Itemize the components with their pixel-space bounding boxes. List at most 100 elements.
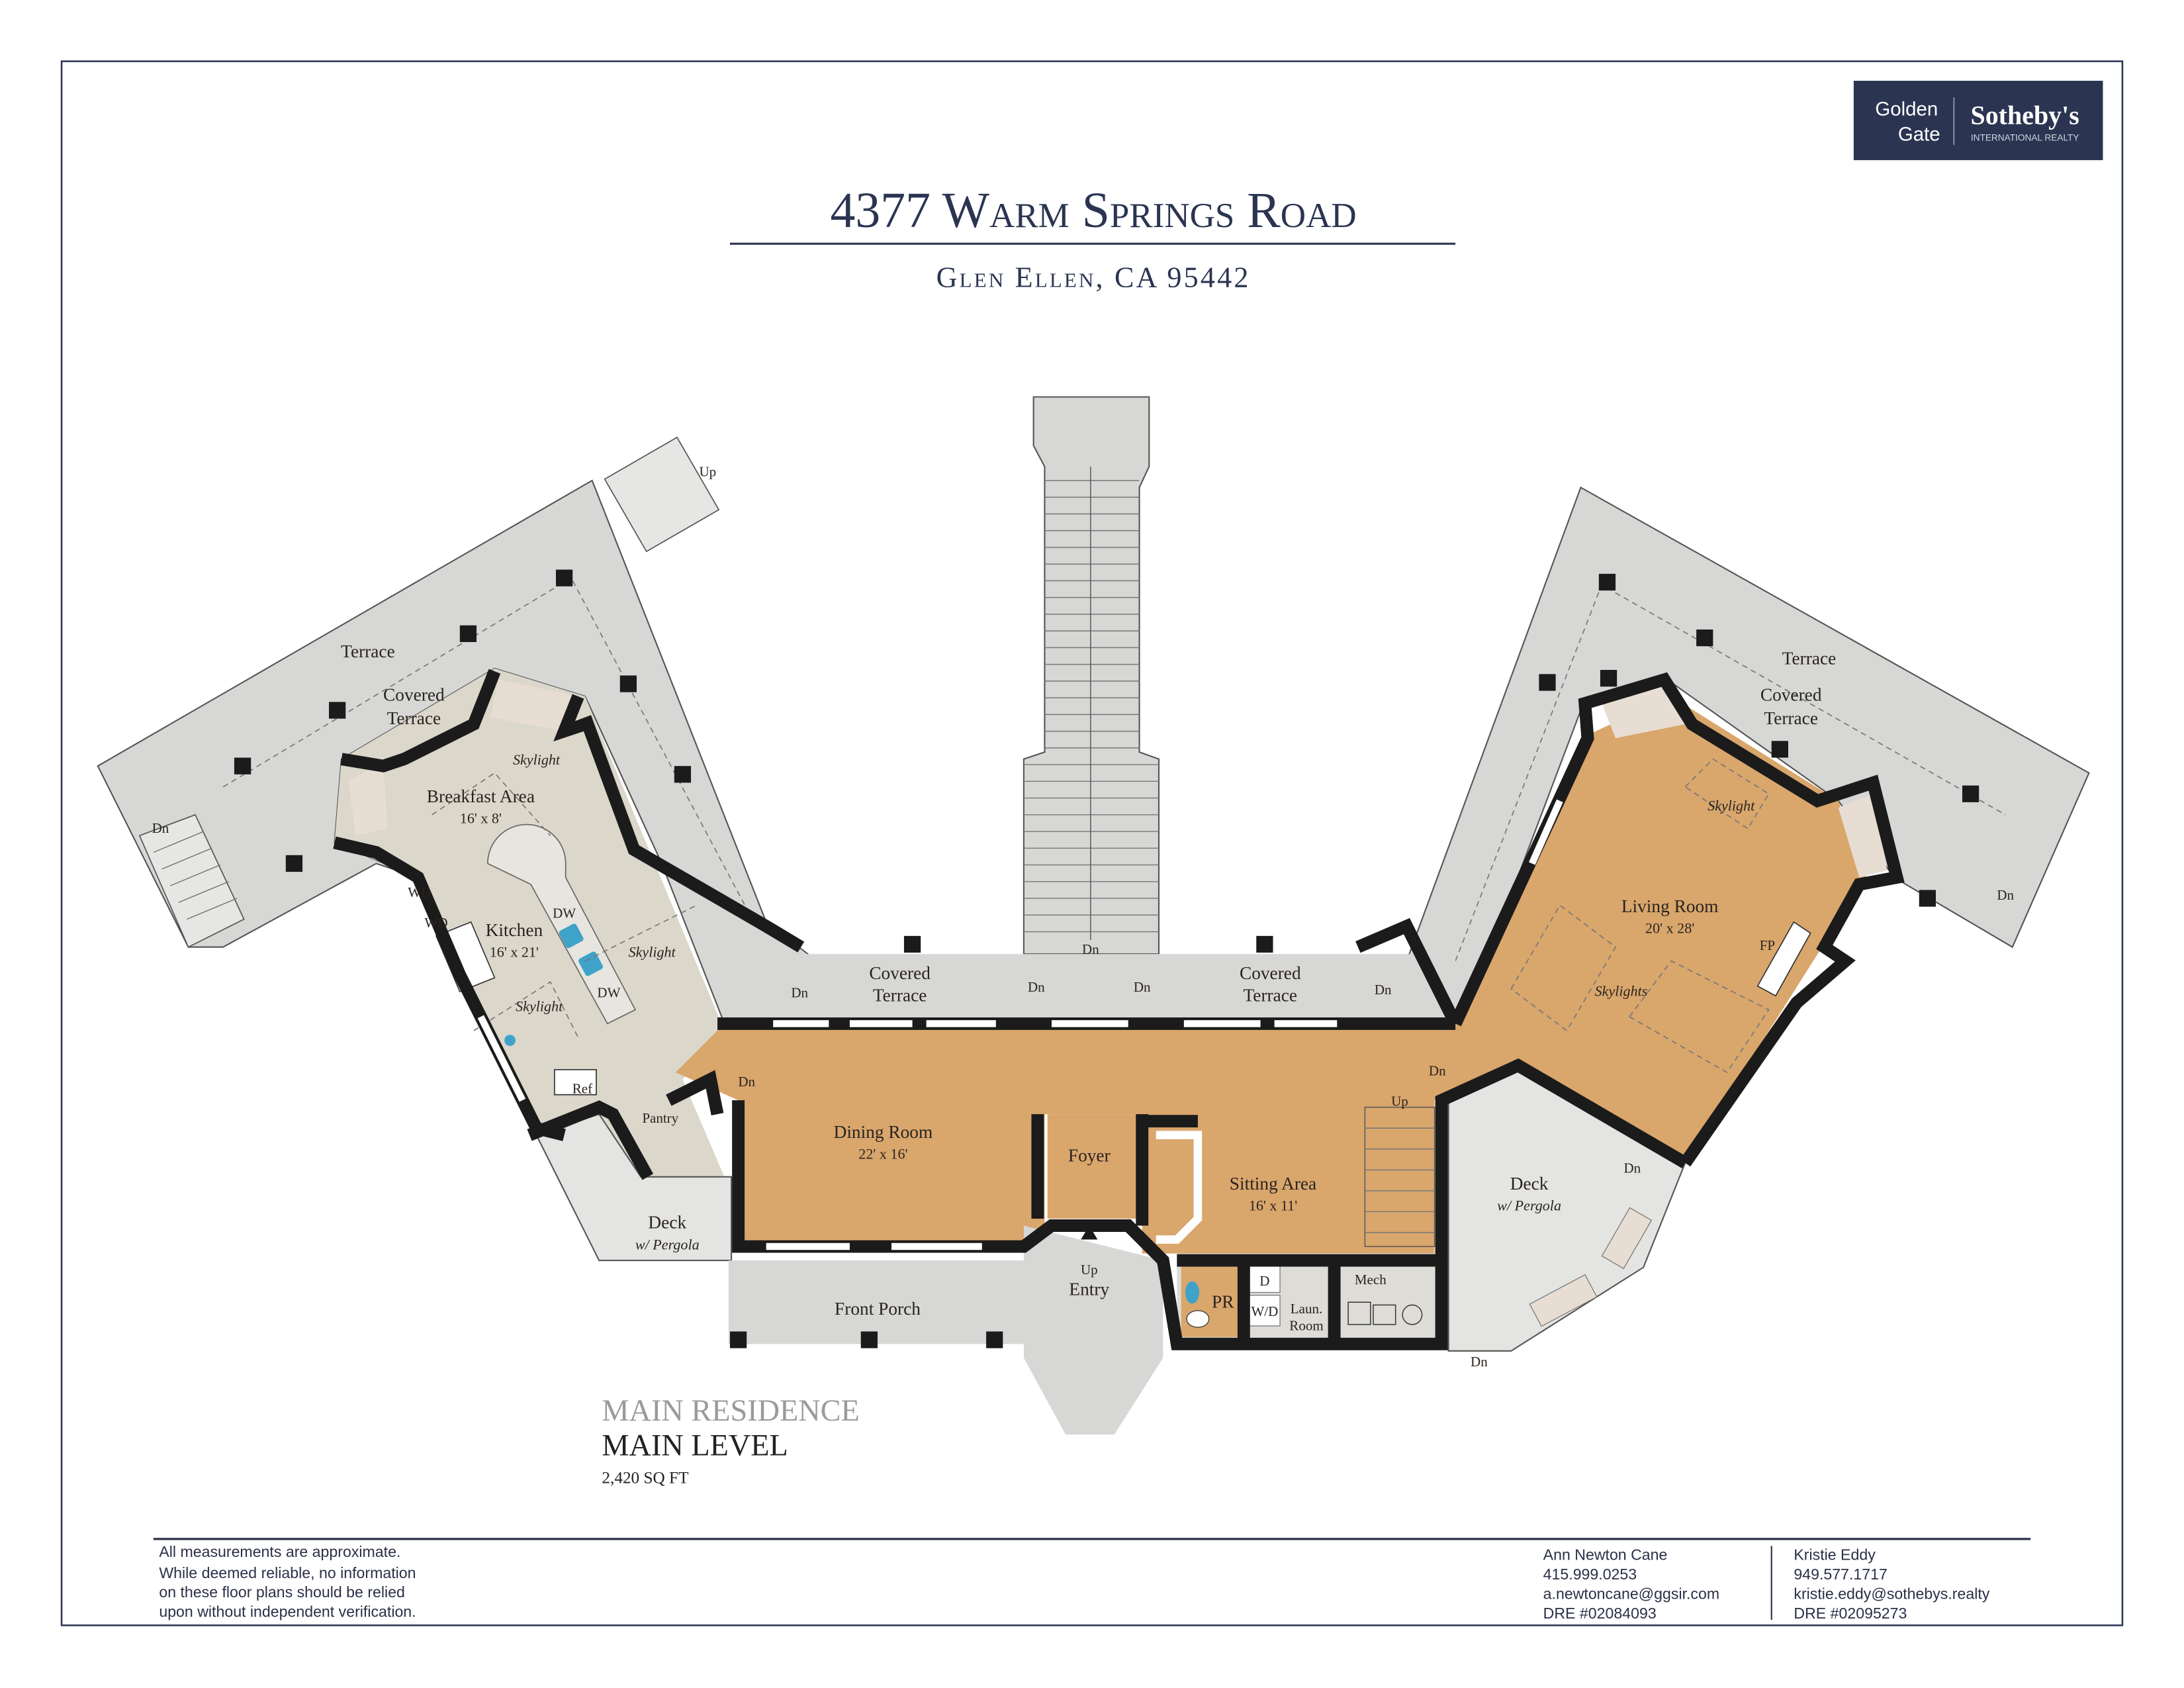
entry-arrow-icon (1081, 1225, 1098, 1240)
label-front-porch: Front Porch (835, 1299, 921, 1319)
logo-golden: Golden (1875, 99, 1938, 120)
column (234, 757, 251, 774)
page-title: 4377 Warm Springs Road (831, 183, 1357, 238)
column (1256, 935, 1273, 953)
label-up: Up (1391, 1094, 1408, 1109)
logo-gate: Gate (1898, 124, 1940, 146)
agent-phone[interactable]: 949.577.1717 (1794, 1566, 1887, 1583)
disclaimer-line: on these floor plans should be relied (159, 1583, 405, 1601)
column (1919, 890, 1936, 907)
label-dn: Dn (1082, 941, 1099, 957)
column (1539, 674, 1556, 691)
label-covered-terrace-left: Covered (383, 684, 445, 704)
disclaimer-line: While deemed reliable, no information (159, 1564, 416, 1581)
column (619, 675, 637, 692)
front-porch (728, 1260, 1024, 1344)
agent-contact-1: Ann Newton Cane 415.999.0253 a.newtoncan… (1543, 1546, 1719, 1621)
label-dryer: D (1259, 1273, 1269, 1289)
label-dn: Dn (1429, 1062, 1446, 1078)
agent-email[interactable]: a.newtoncane@ggsir.com (1543, 1585, 1719, 1602)
column (1600, 670, 1617, 687)
disclaimer-line: upon without independent verification. (159, 1603, 416, 1620)
label-breakfast-area: Breakfast Area (427, 786, 535, 806)
label-laundry-room: Laun. (1291, 1301, 1322, 1317)
sitting-stair (1364, 1106, 1435, 1247)
label-skylight: Skylight (516, 998, 563, 1014)
logo-tagline: INTERNATIONAL REALTY (1971, 133, 2079, 143)
walls (333, 669, 1905, 1350)
disclaimer: All measurements are approximate. While … (159, 1543, 416, 1620)
label-dn: Dn (1623, 1160, 1641, 1176)
label-dn: Dn (791, 984, 808, 1000)
label-covered-terrace-right: Terrace (1764, 708, 1818, 728)
agent-contact-2: Kristie Eddy 949.577.1717 kristie.eddy@s… (1794, 1546, 1989, 1621)
agent-email[interactable]: kristie.eddy@sothebys.realty (1794, 1585, 1989, 1602)
floor-plan (97, 396, 2090, 1435)
logo-brand: Sotheby's (1970, 100, 2079, 130)
agent-name: Kristie Eddy (1794, 1546, 1876, 1563)
column (285, 855, 303, 872)
label-covered-terrace-right: Covered (1760, 684, 1822, 704)
agent-name: Ann Newton Cane (1543, 1546, 1668, 1563)
island-sink (578, 951, 604, 976)
column (329, 702, 346, 719)
furnace-icon (1402, 1304, 1423, 1325)
column (729, 1331, 747, 1348)
dims-sitting-area: 16' x 11' (1249, 1197, 1297, 1213)
columns (234, 569, 1979, 1348)
note-deck-right: w/ Pergola (1497, 1197, 1561, 1213)
label-mech: Mech (1355, 1272, 1387, 1288)
label-powder-room: PR (1212, 1292, 1234, 1312)
label-skylight: Skylight (1707, 798, 1755, 814)
label-up: Up (1081, 1262, 1098, 1278)
label-washer-dryer: W/D (1251, 1303, 1278, 1319)
label-dining-room: Dining Room (834, 1122, 933, 1142)
label-skylight: Skylight (513, 751, 561, 768)
dryer (1249, 1264, 1281, 1293)
agent-dre: DRE #02084093 (1543, 1605, 1657, 1622)
column (1771, 741, 1788, 758)
label-dw: DW (597, 984, 620, 1000)
left-terrace-stair-up (604, 436, 720, 553)
label-living-room: Living Room (1621, 896, 1719, 916)
dims-dining-room: 22' x 16' (858, 1145, 907, 1162)
label-dn: Dn (1997, 887, 2014, 903)
label-dn: Dn (738, 1074, 755, 1090)
foyer-floor (1047, 1114, 1140, 1219)
label-deck-right: Deck (1510, 1174, 1549, 1194)
column (1598, 573, 1616, 591)
column (674, 766, 692, 783)
column (459, 625, 477, 642)
label-dn: Dn (1375, 982, 1392, 998)
label-dn: Dn (1134, 979, 1151, 995)
window-seat-left (348, 763, 388, 836)
label-dn: Dn (1028, 979, 1045, 995)
column (860, 1331, 878, 1348)
water-heater-icon (1347, 1301, 1371, 1325)
label-entry: Entry (1069, 1280, 1109, 1299)
label-dn: Dn (1471, 1354, 1488, 1370)
dims-living-room: 20' x 28' (1645, 920, 1694, 937)
deck-bench (1601, 1207, 1653, 1270)
label-skylight: Skylight (629, 943, 676, 960)
label-covered-terrace-center-left: Terrace (873, 986, 927, 1006)
label-dn: Dn (152, 820, 169, 836)
built-in-bench (1156, 1131, 1203, 1244)
center-covered-terrace (759, 954, 1456, 1024)
square-footage: 2,420 SQ FT (602, 1470, 688, 1487)
label-foyer: Foyer (1068, 1146, 1111, 1166)
window-seat-breakfast (490, 679, 578, 731)
windows (400, 799, 1563, 1250)
residence-label: MAIN RESIDENCE (602, 1394, 859, 1428)
label-wd: WD (425, 915, 448, 931)
label-covered-terrace-center-right: Covered (1240, 963, 1301, 983)
label-fireplace: FP (1760, 937, 1775, 953)
disclaimer-line: All measurements are approximate. (159, 1543, 400, 1560)
prep-sink (504, 1035, 516, 1047)
label-ref: Ref (572, 1081, 592, 1097)
refrigerator (554, 1069, 597, 1096)
agent-phone[interactable]: 415.999.0253 (1543, 1566, 1637, 1583)
room-labels: Up Terrace Covered Terrace Skylight Brea… (152, 464, 2015, 1370)
label-deck-left: Deck (648, 1213, 686, 1233)
dims-breakfast-area: 16' x 8' (460, 810, 502, 826)
